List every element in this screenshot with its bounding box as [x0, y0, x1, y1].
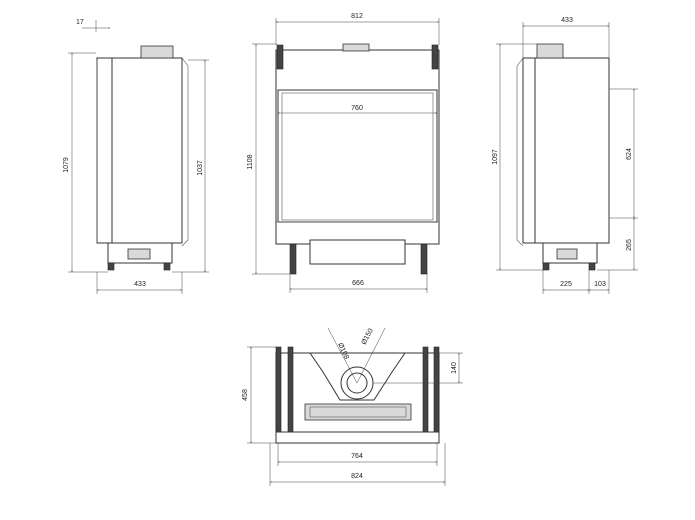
- top-view: Ø108 Ø150 140 458 764 824: [242, 327, 463, 486]
- left-foot-b: [163, 262, 171, 271]
- dim-right-upper-height: 624: [626, 148, 633, 160]
- left-flue-collar: [140, 45, 174, 59]
- dim-right-depth: 433: [561, 17, 573, 24]
- dim-front-glass-width: 760: [351, 105, 363, 112]
- front-bracket-right: [431, 44, 439, 70]
- top-bracket-left-a: [275, 346, 282, 434]
- top-bracket-left-b: [287, 346, 294, 434]
- dim-left-top-offset: 17: [76, 19, 84, 26]
- dim-right-offset: 103: [594, 281, 606, 288]
- dim-front-total-width: 812: [351, 13, 363, 20]
- right-side-panel: [534, 57, 610, 244]
- dim-top-flue-offset: 140: [451, 362, 458, 374]
- top-front-strip: [275, 431, 440, 444]
- dim-left-depth: 433: [134, 281, 146, 288]
- dim-top-flue-outer: Ø150: [361, 327, 375, 346]
- dim-left-total-height: 1079: [63, 157, 70, 173]
- front-leg-left: [289, 243, 297, 275]
- front-leg-right: [420, 243, 428, 275]
- front-control-box: [309, 239, 406, 265]
- dim-left-body-height: 1037: [197, 160, 204, 176]
- top-bracket-right-a: [422, 346, 429, 434]
- dim-front-total-height: 1108: [247, 154, 254, 169]
- right-foot-b: [588, 262, 596, 271]
- left-side-view: 17 1079 1037 433: [63, 19, 209, 294]
- dim-front-leg-span: 666: [352, 280, 364, 287]
- dim-top-inner-width: 764: [351, 453, 363, 460]
- dim-right-total-height: 1097: [492, 149, 499, 165]
- dim-right-base-width: 225: [560, 281, 572, 288]
- dim-top-depth: 458: [242, 389, 249, 401]
- left-foot-a: [107, 262, 115, 271]
- top-bracket-right-b: [433, 346, 440, 434]
- right-flue-collar: [536, 43, 564, 59]
- dim-top-outer-width: 824: [351, 473, 363, 480]
- top-burner: [304, 403, 412, 421]
- front-view: 812 760 1108 666: [247, 13, 440, 293]
- left-side-panel: [111, 57, 183, 244]
- right-side-view: 433 1097 624 265 225 103: [492, 17, 638, 294]
- front-flue-collar: [342, 43, 370, 52]
- front-bracket-left: [276, 44, 284, 70]
- right-foot-a: [542, 262, 550, 271]
- dim-right-lower-height: 265: [626, 239, 633, 251]
